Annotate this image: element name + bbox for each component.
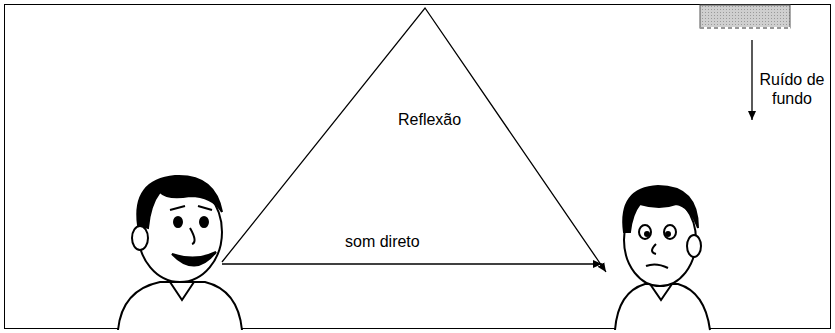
reflection-arrow — [222, 8, 606, 272]
noise-gap — [700, 27, 790, 29]
direct-sound-label: som direto — [345, 232, 420, 251]
listener-figure — [615, 186, 710, 330]
noise-arrow — [751, 40, 752, 120]
noise-source — [700, 5, 790, 28]
noise-label: Ruído de fundo — [756, 70, 828, 108]
speaker-figure — [118, 176, 242, 330]
room-outline — [5, 5, 831, 329]
noise-dashed-edge — [700, 28, 790, 29]
reflection-label: Reflexão — [398, 110, 461, 129]
direct-arrow — [222, 263, 602, 264]
